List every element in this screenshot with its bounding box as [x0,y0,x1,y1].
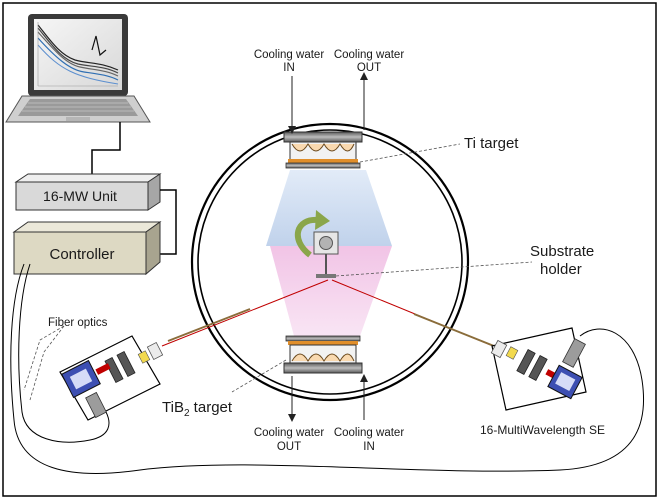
ellipsometry-beams [161,279,499,349]
cooling-bot-out-line2: OUT [277,441,301,453]
cooling-top-out-line1: Cooling water [334,49,404,61]
ellipsometer-detector-icon [490,327,587,411]
magnetron-bottom-icon [283,335,363,374]
laptop-cable [91,122,121,178]
cooling-bot-in-line1: Cooling water [334,427,404,439]
chamber-inner-wall [197,129,463,395]
ti-target-label: Ti target [464,135,519,152]
unit-controller-cable [160,189,177,255]
cooling-top-in-line1: Cooling water [254,49,324,61]
tib2-target-label: TiB2 target [162,399,233,419]
multiwavelength-se-label: 16-MultiWavelength SE [480,423,605,437]
cooling-top-in-line2: IN [283,62,295,74]
cooling-lines [288,72,368,422]
cooling-bot-in-line2: IN [363,441,375,453]
cooling-bot-out-line1: Cooling water [254,427,324,439]
substrate-holder [313,231,339,278]
mw-unit-label: 16-MW Unit [43,188,117,204]
controller-label: Controller [49,246,114,263]
laptop-icon [5,14,151,123]
rotation-arrow-icon [294,210,330,258]
mw-unit-box [14,173,162,211]
fiber-optics-label: Fiber optics [48,317,108,329]
substrate-label-line1: Substrate [530,243,594,260]
tib2-target-base: TiB [162,399,184,416]
tib2-target-subscript: 2 [184,408,190,419]
cooling-top-out-line2: OUT [357,62,381,74]
controller-box [12,221,162,276]
magnetron-top-icon [283,131,363,169]
tib2-target-rest: target [190,399,233,416]
ellipsometer-source-icon [59,335,164,421]
leader-lines [23,143,533,401]
fiber-optic-cables [10,263,645,474]
substrate-label-line2: holder [540,261,582,278]
tib2-plasma-plume [270,246,392,336]
laptop-screen-plot [37,22,119,87]
